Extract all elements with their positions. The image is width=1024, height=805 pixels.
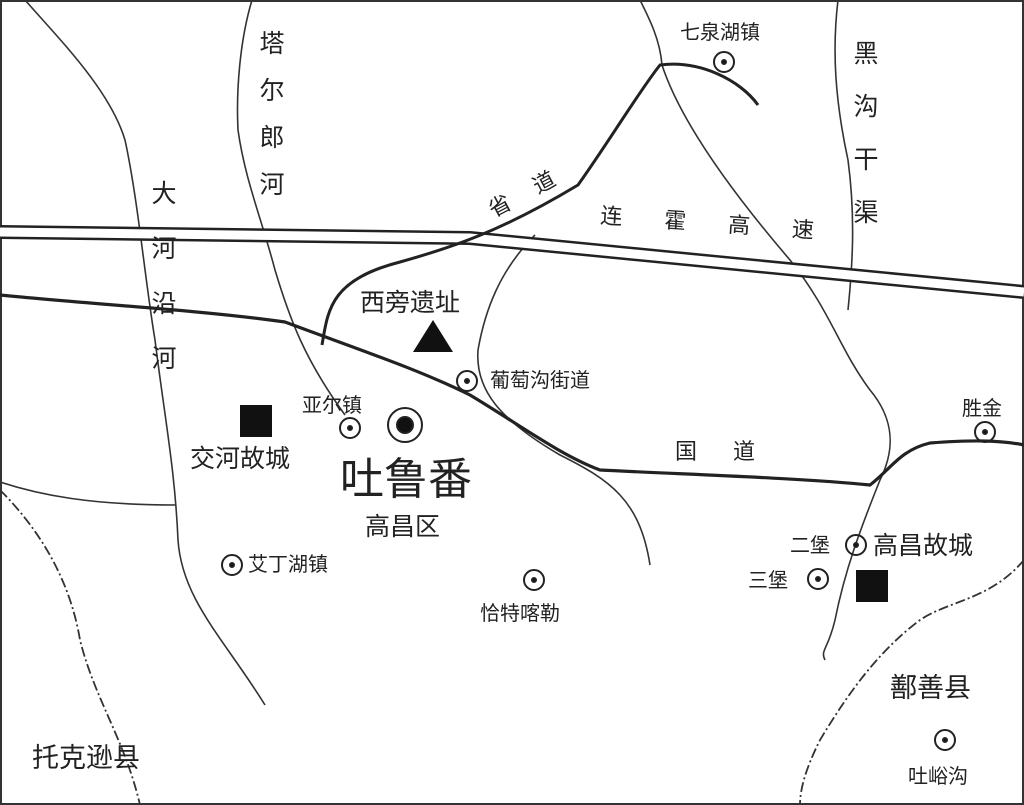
- site-triangle-xipang: [413, 320, 453, 352]
- town-symbol-qiquanhu: [713, 51, 735, 73]
- town-label-yaer: 亚尔镇: [302, 393, 362, 417]
- site-square-jiaohe: [240, 405, 272, 437]
- county-border-east: [799, 559, 1024, 805]
- town-symbol-aidinghu: [221, 554, 243, 576]
- river-north: [639, 0, 663, 66]
- river-talang: [236, 0, 346, 416]
- town-label-tuyugou: 吐峪沟: [908, 764, 968, 788]
- river-label-daheyan: 大河沿河: [148, 180, 177, 400]
- site-label-gaochang: 高昌故城: [873, 531, 974, 560]
- town-symbol-shengjin: [974, 421, 996, 443]
- county-label-toksun: 托克逊县: [32, 743, 140, 774]
- river-east: [661, 64, 892, 661]
- river-putaogou: [477, 234, 651, 566]
- site-label-jiaohe: 交河故城: [190, 444, 291, 473]
- town-label-sanpu: 三堡: [748, 568, 788, 592]
- national-road: [0, 293, 1024, 487]
- town-symbol-putaogou: [456, 370, 478, 392]
- town-label-qiquanhu: 七泉湖镇: [680, 20, 760, 44]
- river-daheyan: [24, 0, 266, 706]
- county-border-west: [0, 489, 141, 805]
- site-square-gaochang: [856, 570, 888, 602]
- county-label-shanshan: 鄯善县: [890, 673, 971, 704]
- river-west-edge: [0, 481, 176, 506]
- site-label-xipang: 西旁遗址: [360, 288, 461, 317]
- river-label-talang: 塔尔郎河: [256, 30, 285, 218]
- town-symbol-yaer: [339, 417, 361, 439]
- town-symbol-erpu: [845, 534, 867, 556]
- town-symbol-qiatekale: [523, 569, 545, 591]
- provincial-road: [320, 62, 760, 346]
- town-label-qiatekale: 恰特喀勒: [480, 601, 560, 625]
- road-label-national: 国道: [675, 440, 792, 465]
- city-label: 吐鲁番: [340, 454, 472, 505]
- district-label: 高昌区: [365, 512, 441, 541]
- town-symbol-sanpu: [807, 568, 829, 590]
- town-label-erpu: 二堡: [790, 533, 830, 557]
- river-label-heigou: 黑沟干渠: [850, 40, 879, 252]
- town-label-aidinghu: 艾丁湖镇: [248, 552, 328, 576]
- town-label-putaogou: 葡萄沟街道: [490, 368, 590, 392]
- city-symbol: [387, 407, 423, 443]
- town-symbol-tuyugou: [934, 729, 956, 751]
- town-label-shengjin: 胜金: [962, 396, 1002, 420]
